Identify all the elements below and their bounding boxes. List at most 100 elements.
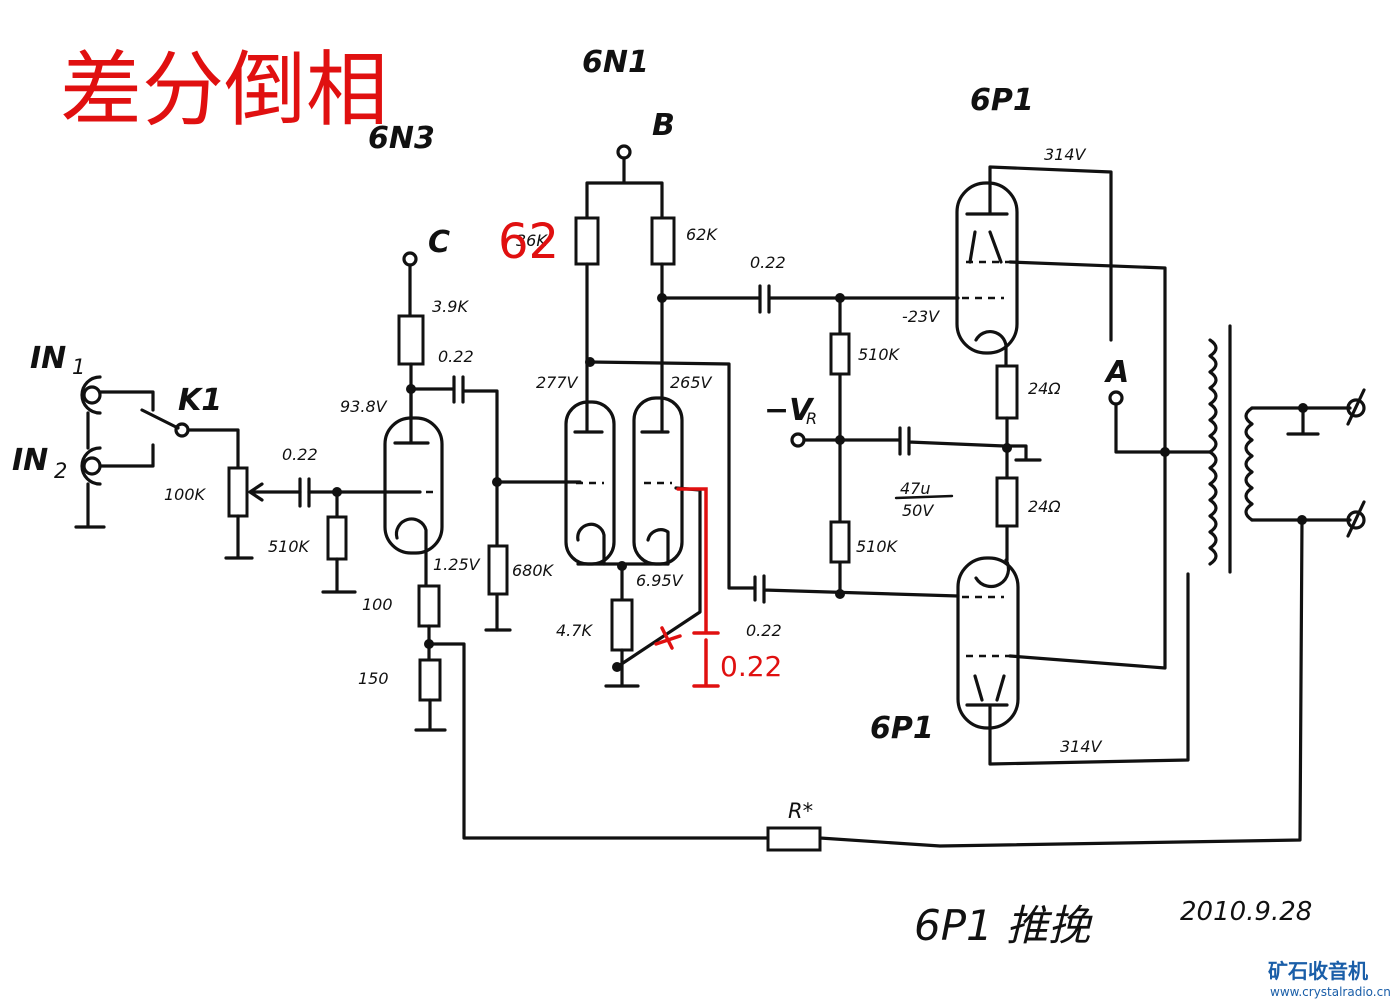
resistor-150 bbox=[418, 658, 442, 702]
terminal-c[interactable] bbox=[402, 251, 418, 267]
bias-cap-label: 47u bbox=[900, 479, 931, 498]
added-cap-label: 0.22 bbox=[720, 650, 782, 683]
plate-6p1-bottom bbox=[965, 572, 1190, 766]
in2-label: IN bbox=[12, 443, 48, 478]
tube-label-6p1-top: 6P1 bbox=[970, 83, 1034, 118]
resistor-24-top bbox=[995, 364, 1019, 420]
resistor-510k-bias-bottom bbox=[829, 520, 851, 564]
footer-date: 2010.9.28 bbox=[1180, 897, 1312, 927]
resistor-510k-bias-top bbox=[829, 332, 851, 376]
feedback-return-wire bbox=[818, 518, 1304, 848]
cathode-6n3 bbox=[394, 517, 428, 554]
cap-out-top-label: 0.22 bbox=[750, 253, 786, 272]
resistor-680k bbox=[487, 544, 509, 596]
footer-caption: 6P1 推挽 bbox=[914, 901, 1093, 950]
title-red: 差分倒相 bbox=[60, 43, 388, 138]
terminal-a[interactable] bbox=[1108, 390, 1124, 406]
v-6p1-plate-top: 314V bbox=[1044, 145, 1087, 164]
transformer-secondary bbox=[1244, 406, 1254, 522]
bias-cap-v-label: 50V bbox=[902, 501, 934, 520]
v-6n3-cathode: 1.25V bbox=[433, 555, 481, 574]
neg-bias-sub: R bbox=[806, 409, 817, 428]
volume-pot-100k[interactable] bbox=[227, 466, 249, 518]
ground bbox=[414, 698, 447, 732]
wire-to-pot bbox=[186, 428, 240, 470]
v-6n1-left-plate: 277V bbox=[536, 373, 579, 392]
pot-label: 100K bbox=[164, 485, 207, 504]
resistor-24-bottom bbox=[995, 476, 1019, 528]
switch-k1-contact bbox=[174, 422, 190, 438]
pot-wiper bbox=[248, 482, 302, 502]
input-jack-in2 bbox=[80, 446, 102, 486]
cathodes-6n1 bbox=[576, 522, 670, 566]
v-6p1-grid: -23V bbox=[902, 307, 940, 326]
bias-cap-wire bbox=[802, 426, 1042, 462]
v-6n1-cathode: 6.95V bbox=[636, 571, 684, 590]
cathode-r1-label: 100 bbox=[362, 595, 393, 614]
junction bbox=[1160, 447, 1170, 457]
input-jack-in1 bbox=[80, 375, 102, 415]
speaker-terminal-top[interactable] bbox=[1346, 388, 1366, 426]
tube-6p1-bottom bbox=[956, 556, 1020, 730]
ground bbox=[321, 557, 357, 594]
terminal-c-label: C bbox=[428, 225, 450, 260]
speaker-terminal-bottom[interactable] bbox=[1346, 500, 1366, 538]
beam-plates-top bbox=[968, 230, 1003, 264]
secondary-ground bbox=[1286, 406, 1320, 436]
pot-ground bbox=[224, 514, 254, 560]
cap-out-bottom bbox=[753, 574, 960, 604]
screen-wire-top bbox=[1008, 260, 1167, 454]
input-ground bbox=[74, 411, 106, 529]
v-6n1-right-plate: 265V bbox=[670, 373, 713, 392]
tube-label-6n3: 6N3 bbox=[368, 121, 435, 156]
cap-input-label: 0.22 bbox=[282, 445, 318, 464]
watermark-url[interactable]: www.crystalradio.cn bbox=[1270, 985, 1391, 999]
cross-wire bbox=[588, 360, 757, 590]
cap-couple-1 bbox=[409, 375, 499, 632]
plate-wires-6n1 bbox=[585, 262, 664, 432]
tube-label-6n1: 6N1 bbox=[582, 45, 649, 80]
resistor-3-9k bbox=[397, 314, 425, 366]
b-supply-wires bbox=[585, 156, 664, 220]
plate-6p1-top bbox=[965, 165, 1113, 342]
beam-plates-bottom bbox=[973, 674, 1006, 702]
feedback-wire bbox=[427, 642, 770, 840]
resistor-62k bbox=[650, 216, 676, 266]
terminal-b-label: B bbox=[652, 108, 675, 143]
resistor-feedback bbox=[766, 826, 822, 852]
resistor-100 bbox=[417, 584, 441, 628]
tube-6p1-top bbox=[955, 181, 1019, 355]
grid-leak-label: 510K bbox=[268, 537, 311, 556]
cap-out-top bbox=[660, 284, 960, 314]
in2-sub: 2 bbox=[54, 459, 67, 483]
cap-out-bottom-label: 0.22 bbox=[746, 621, 782, 640]
terminal-b[interactable] bbox=[616, 144, 632, 160]
input-wires bbox=[98, 390, 155, 468]
tube-label-6p1-bottom: 6P1 bbox=[870, 711, 934, 746]
transformer-primary bbox=[1208, 338, 1218, 566]
red-cross-mark bbox=[654, 626, 682, 650]
terminal-a-label: A bbox=[1104, 355, 1129, 390]
plate-load-6n3-label: 3.9K bbox=[432, 297, 469, 316]
junction bbox=[1002, 443, 1012, 453]
in1-sub: 1 bbox=[72, 355, 85, 379]
v-6n3-plate: 93.8V bbox=[340, 397, 388, 416]
terminal-neg-vr[interactable] bbox=[790, 432, 806, 448]
watermark-name: 矿石收音机 bbox=[1268, 959, 1368, 983]
screen-wire-bottom bbox=[1008, 450, 1167, 670]
cath-r-top-label: 24Ω bbox=[1028, 379, 1061, 398]
v-6p1-plate-bottom: 314V bbox=[1060, 737, 1103, 756]
secondary-wires bbox=[1250, 406, 1352, 522]
resistor-510k-grid bbox=[326, 515, 348, 561]
divider-line bbox=[894, 494, 954, 500]
cap-couple-1-label: 0.22 bbox=[438, 347, 474, 366]
cath-r-bottom-label: 24Ω bbox=[1028, 497, 1061, 516]
cathode-6p1-bottom bbox=[974, 558, 1011, 589]
switch-label: K1 bbox=[178, 383, 222, 418]
bias-r-top-label: 510K bbox=[858, 345, 901, 364]
cathode-r2-label: 150 bbox=[358, 669, 389, 688]
switch-k1[interactable] bbox=[140, 408, 180, 430]
grid-r-6n1-label: 680K bbox=[512, 561, 555, 580]
resistor-36k bbox=[574, 216, 600, 266]
